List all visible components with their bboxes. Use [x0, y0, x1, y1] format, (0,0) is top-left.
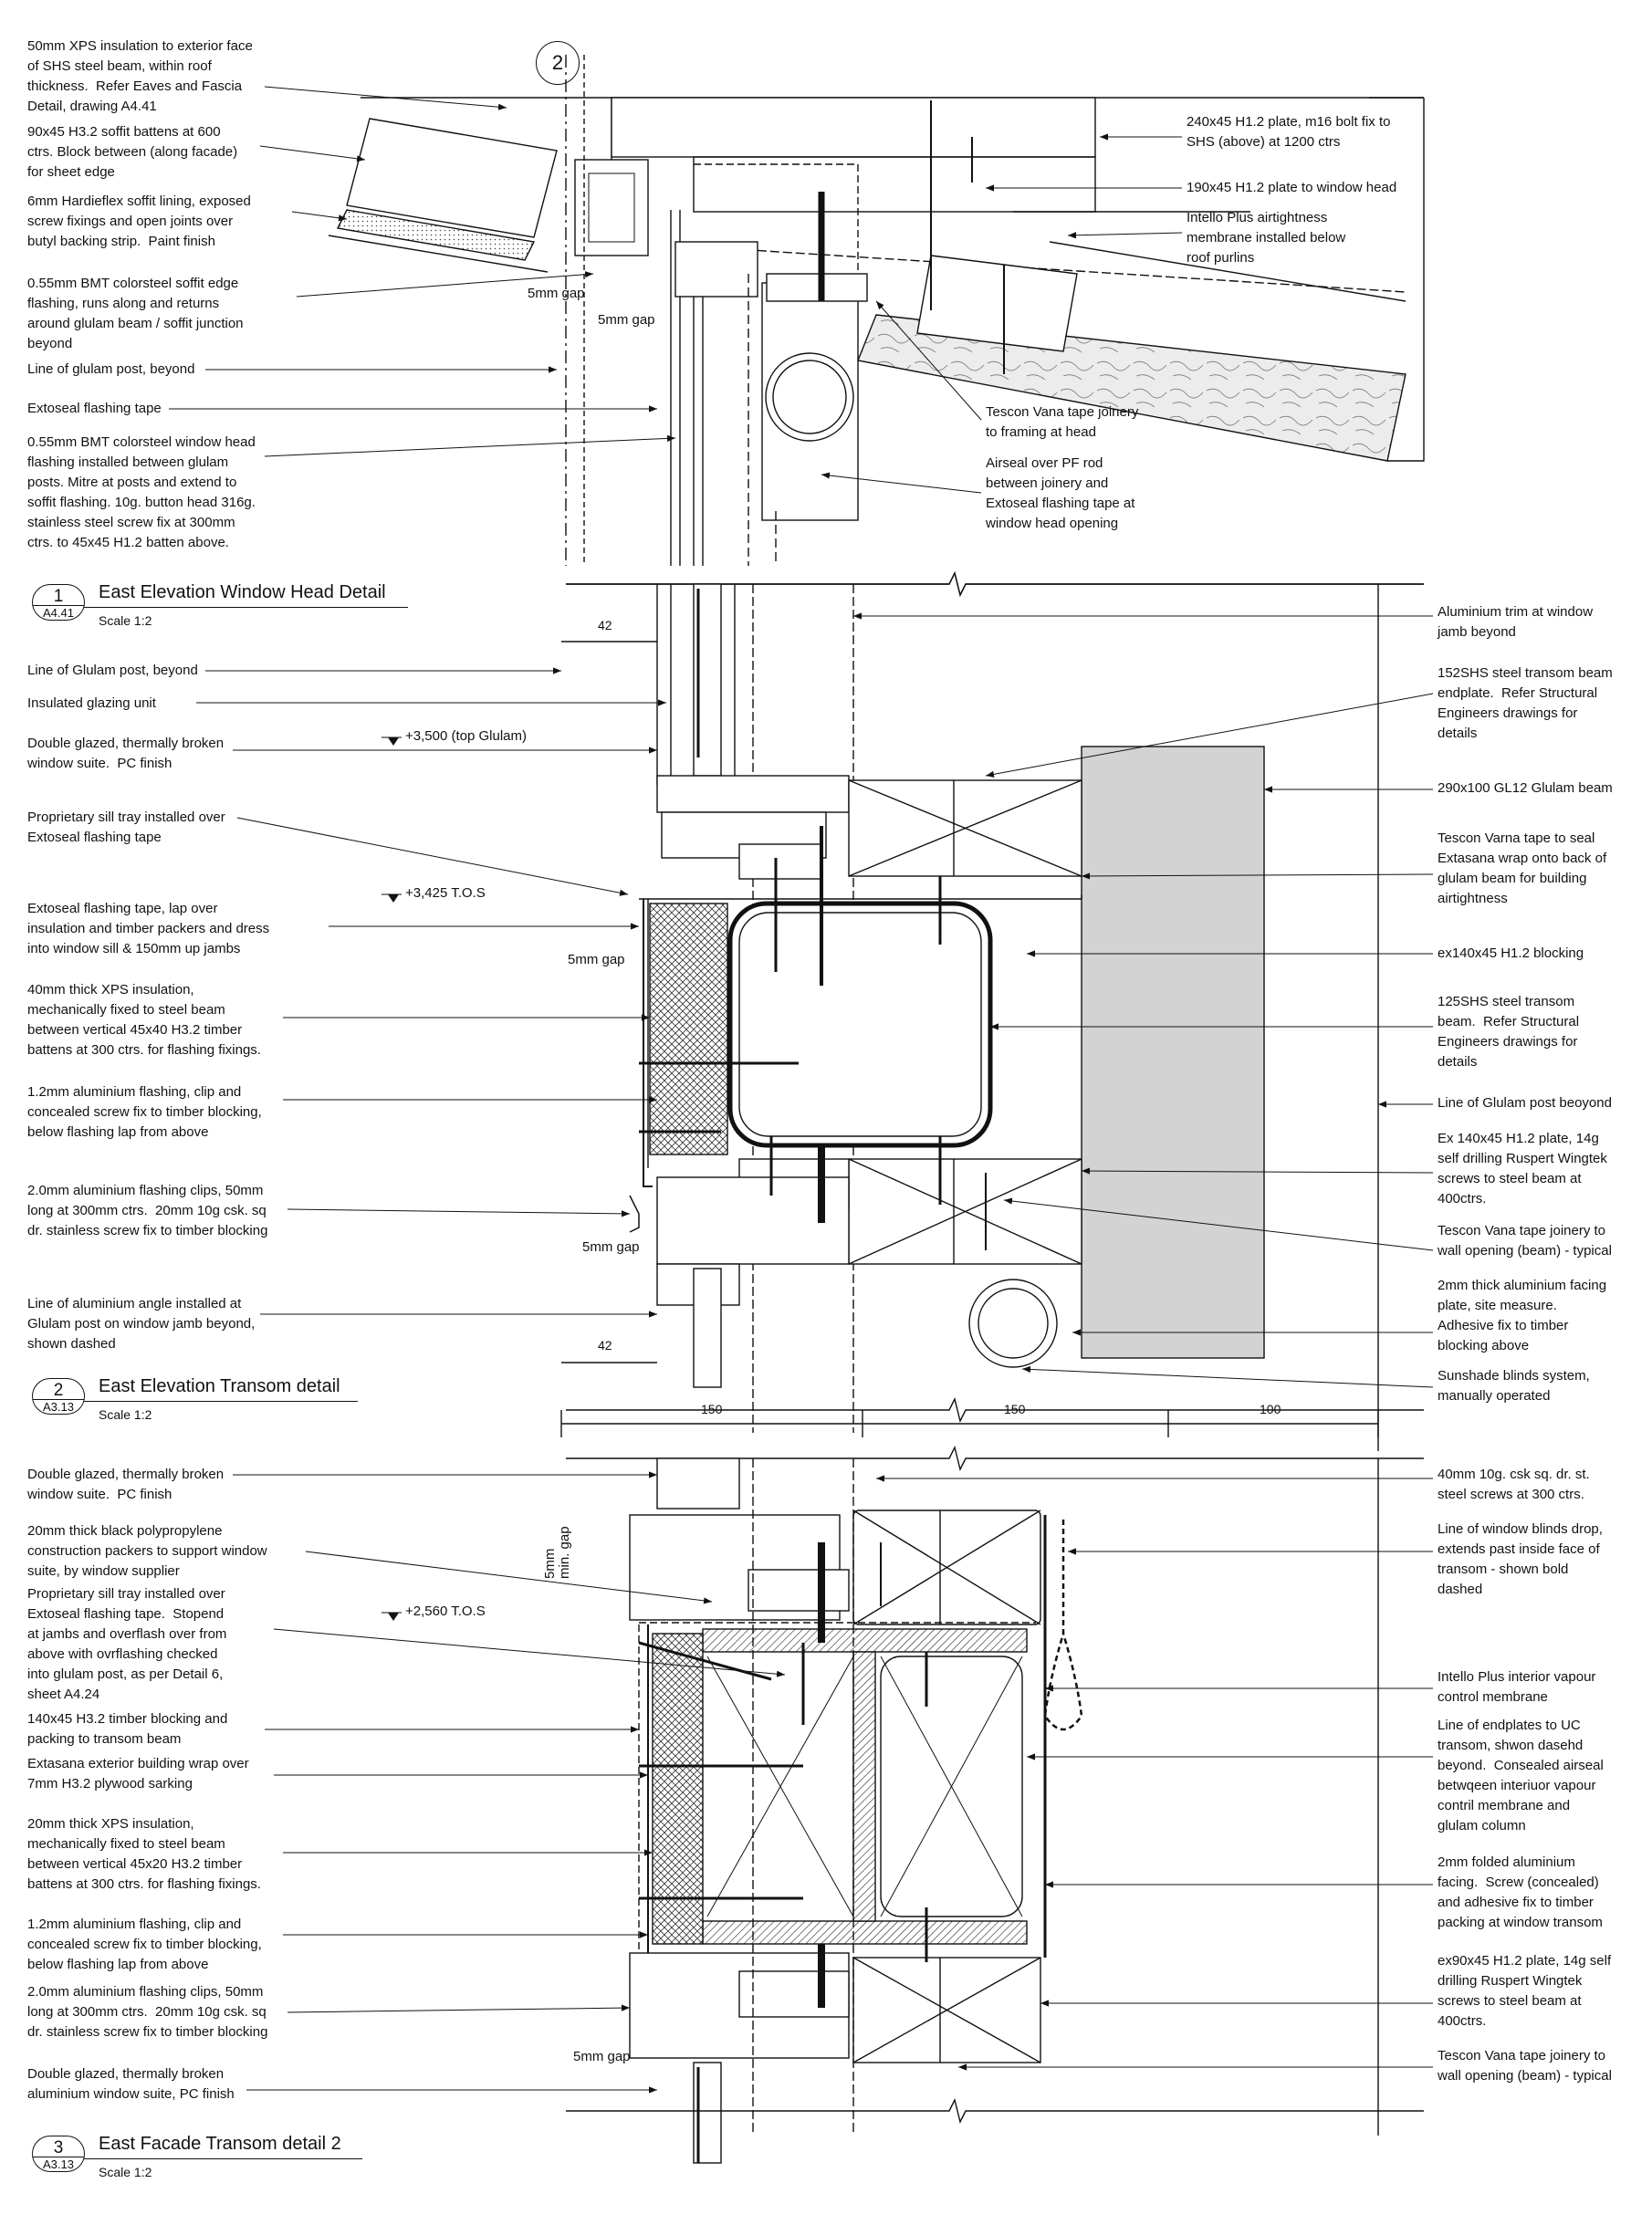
detail3-scale: Scale 1:2	[99, 2165, 152, 2179]
note-d2-l1: Insulated glazing unit	[27, 695, 156, 711]
note-d3-l2: Proprietary sill tray installed over Ext…	[27, 1586, 227, 1702]
note-d1-r4: Airseal over PF rod between joinery and …	[986, 455, 1135, 531]
leader-lines	[169, 86, 1434, 2094]
dim-150-b: 150	[1004, 1402, 1026, 1416]
detail1-title: East Elevation Window Head Detail	[99, 582, 386, 602]
note-d2-l2: Double glazed, thermally broken window s…	[27, 736, 225, 771]
detail2-title-bubble: 2 A3.13	[32, 1378, 85, 1415]
note-d2-r5: 125SHS steel transom beam. Refer Structu…	[1438, 994, 1580, 1070]
gap-label-d2-b: 5mm gap	[582, 1239, 640, 1255]
note-d2-r7: Ex 140x45 H1.2 plate, 14g self drilling …	[1438, 1131, 1607, 1207]
detail2-number: 2	[53, 1381, 64, 1400]
detail1-title-rule	[84, 607, 408, 608]
detail1-number: 1	[53, 587, 64, 606]
note-d2-r0: Aluminium trim at window jamb beyond	[1438, 604, 1594, 640]
note-d3-r4: 2mm folded aluminium facing. Screw (conc…	[1438, 1854, 1603, 1930]
gap-label-d2-a: 5mm gap	[568, 952, 625, 967]
level-label-d3-a: +2,560 T.O.S	[405, 1603, 486, 1619]
detail3-drawing	[566, 1445, 1424, 2164]
note-d1-r3: Tescon Vana tape joinery to framing at h…	[986, 404, 1139, 440]
gap-label-d1-a: 5mm gap	[528, 286, 585, 301]
level-label-d2-b: +3,425 T.O.S	[405, 885, 486, 901]
note-d1-l2: 6mm Hardieflex soffit lining, exposed sc…	[27, 193, 251, 249]
note-d3-l5: 20mm thick XPS insulation, mechanically …	[27, 1816, 261, 1892]
note-d2-r3: Tescon Varna tape to seal Extasana wrap …	[1438, 830, 1607, 906]
note-d1-l0: 50mm XPS insulation to exterior face of …	[27, 38, 253, 114]
note-d3-r3: Line of endplates to UC transom, shwon d…	[1438, 1718, 1604, 1833]
note-d2-r9: 2mm thick aluminium facing plate, site m…	[1438, 1278, 1607, 1353]
gap-label-d3-b: 5mm gap	[573, 2049, 631, 2064]
dim-42-top: 42	[598, 618, 612, 632]
note-d2-r10: Sunshade blinds system, manually operate…	[1438, 1368, 1590, 1404]
note-d1-l5: Extoseal flashing tape	[27, 401, 162, 416]
note-d2-l3: Proprietary sill tray installed over Ext…	[27, 810, 225, 845]
note-d2-r6: Line of Glulam post beoyond	[1438, 1095, 1612, 1111]
note-d3-r2: Intello Plus interior vapour control mem…	[1438, 1669, 1596, 1705]
note-d1-l6: 0.55mm BMT colorsteel window head flashi…	[27, 434, 256, 550]
note-d1-l1: 90x45 H3.2 soffit battens at 600 ctrs. B…	[27, 124, 238, 180]
detail2-drawing	[560, 570, 1424, 1451]
note-d2-l6: 1.2mm aluminium flashing, clip and conce…	[27, 1084, 262, 1140]
note-d3-l6: 1.2mm aluminium flashing, clip and conce…	[27, 1917, 262, 1972]
dim-42-bottom: 42	[598, 1338, 612, 1353]
note-d1-r2: Intello Plus airtightness membrane insta…	[1187, 210, 1346, 266]
detail3-title-bubble: 3 A3.13	[32, 2136, 85, 2172]
note-d2-r4: ex140x45 H1.2 blocking	[1438, 945, 1584, 961]
note-d3-l1: 20mm thick black polypropylene construct…	[27, 1523, 267, 1579]
note-d1-r0: 240x45 H1.2 plate, m16 bolt fix to SHS (…	[1187, 114, 1391, 150]
detail2-scale: Scale 1:2	[99, 1407, 152, 1422]
note-d3-r0: 40mm 10g. csk sq. dr. st. steel screws a…	[1438, 1467, 1590, 1502]
detail2-title-rule	[84, 1401, 358, 1402]
note-d2-l5: 40mm thick XPS insulation, mechanically …	[27, 982, 261, 1058]
note-d1-l4: Line of glulam post, beyond	[27, 361, 195, 377]
note-d3-r1: Line of window blinds drop, extends past…	[1438, 1521, 1603, 1597]
note-d3-l0: Double glazed, thermally broken window s…	[27, 1467, 225, 1502]
note-d2-r1: 152SHS steel transom beam endplate. Refe…	[1438, 665, 1613, 741]
detail3-sheet-ref: A3.13	[33, 2157, 84, 2172]
detail3-number: 3	[53, 2138, 64, 2157]
detail1-sheet-ref: A4.41	[33, 605, 84, 621]
level-markers	[382, 736, 402, 1621]
note-d2-l4: Extoseal flashing tape, lap over insulat…	[27, 901, 270, 956]
note-d3-l7: 2.0mm aluminium flashing clips, 50mm lon…	[27, 1984, 268, 2040]
note-d2-l0: Line of Glulam post, beyond	[27, 663, 198, 678]
note-d2-l7: 2.0mm aluminium flashing clips, 50mm lon…	[27, 1183, 268, 1238]
note-d2-r8: Tescon Vana tape joinery to wall opening…	[1438, 1223, 1612, 1259]
note-d3-r6: Tescon Vana tape joinery to wall opening…	[1438, 2048, 1612, 2084]
detail1-drawing	[328, 55, 1425, 598]
detail2-sheet-ref: A3.13	[33, 1399, 84, 1415]
detail3-title-rule	[84, 2158, 362, 2159]
gap-label-d3-a: 5mm min. gap	[542, 1526, 572, 1579]
dim-100: 100	[1260, 1402, 1281, 1416]
note-d2-l8: Line of aluminium angle installed at Glu…	[27, 1296, 256, 1352]
dim-150-a: 150	[701, 1402, 723, 1416]
note-d2-r2: 290x100 GL12 Glulam beam	[1438, 780, 1613, 796]
grid-reference-bubble: 2	[536, 41, 580, 85]
note-d1-r1: 190x45 H1.2 plate to window head	[1187, 180, 1397, 195]
detail3-title: East Facade Transom detail 2	[99, 2134, 341, 2154]
note-d3-r5: ex90x45 H1.2 plate, 14g self drilling Ru…	[1438, 1953, 1612, 2029]
note-d3-l8: Double glazed, thermally broken aluminiu…	[27, 2066, 235, 2102]
note-d3-l4: Extasana exterior building wrap over 7mm…	[27, 1756, 249, 1791]
detail2-title: East Elevation Transom detail	[99, 1376, 340, 1396]
note-d1-l3: 0.55mm BMT colorsteel soffit edge flashi…	[27, 276, 244, 351]
gap-label-d1-b: 5mm gap	[598, 312, 655, 328]
detail1-scale: Scale 1:2	[99, 613, 152, 628]
detail1-title-bubble: 1 A4.41	[32, 584, 85, 621]
note-d3-l3: 140x45 H3.2 timber blocking and packing …	[27, 1711, 228, 1747]
level-label-d2-a: +3,500 (top Glulam)	[405, 728, 527, 744]
